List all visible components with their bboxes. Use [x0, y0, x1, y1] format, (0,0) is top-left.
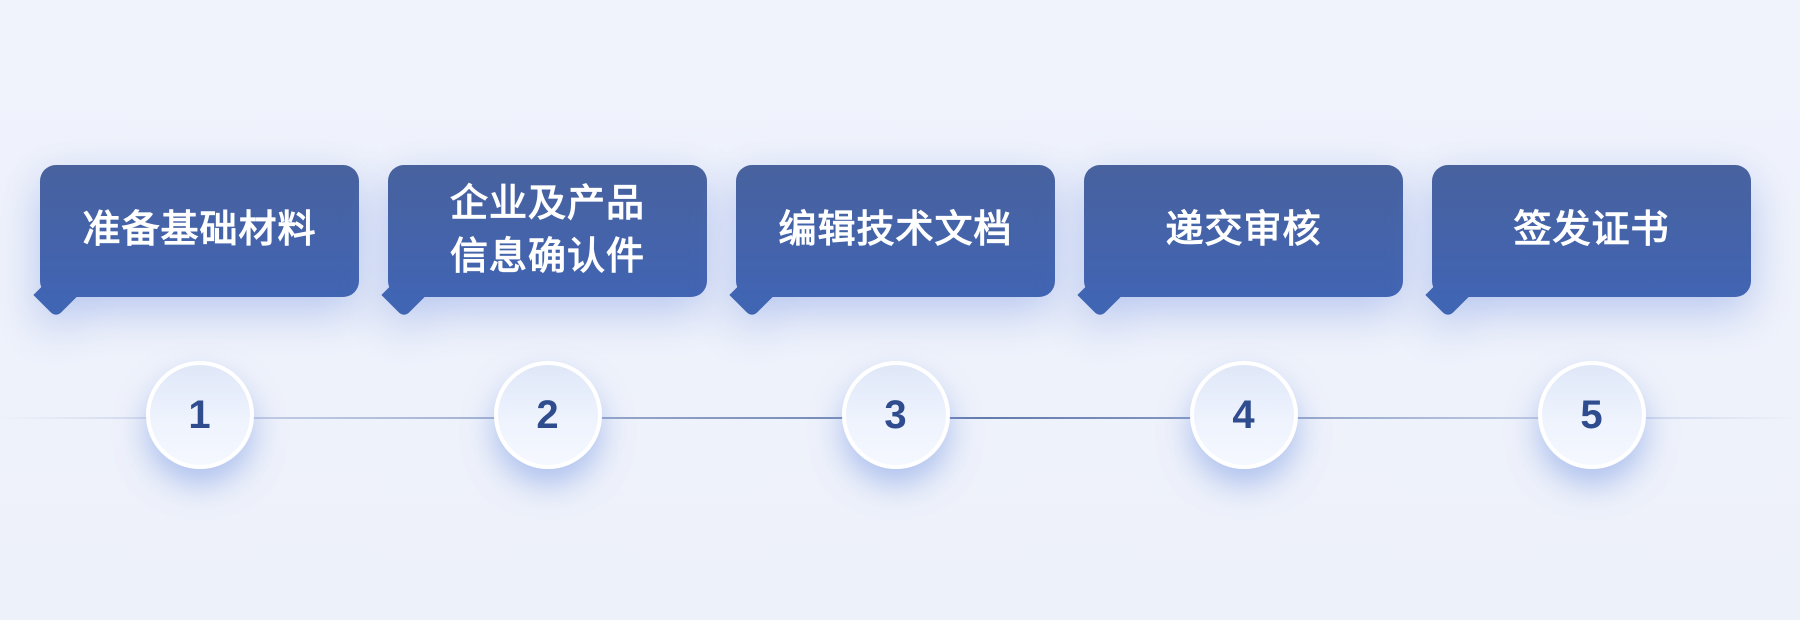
step-2-circle: 2 [493, 361, 602, 469]
step-3-label: 编辑技术文档 [778, 209, 1013, 252]
step-2-bubble-wrap: 企业及产品 信息确认件 [381, 165, 707, 318]
step-5-label: 签发证书 [1513, 209, 1670, 252]
step-3-circle: 3 [841, 361, 950, 469]
step-5-bubble: 签发证书 [1432, 165, 1751, 297]
step-4-bubble-wrap: 递交审核 [1077, 165, 1403, 318]
step-3-bubble: 编辑技术文档 [736, 165, 1055, 297]
step-1-circle: 1 [145, 361, 254, 469]
step-4-label: 递交审核 [1165, 209, 1322, 252]
step-4-circle: 4 [1189, 361, 1298, 469]
step-1-label: 准备基础材料 [82, 209, 317, 252]
step-1-bubble: 准备基础材料 [40, 165, 359, 297]
steps-row: 准备基础材料 1 企业及产品 信息确认件 2 编辑技术文档 [33, 165, 1751, 469]
step-5-bubble-wrap: 签发证书 [1425, 165, 1751, 318]
step-5: 签发证书 5 [1425, 165, 1751, 469]
step-5-circle: 5 [1537, 361, 1646, 469]
step-3: 编辑技术文档 3 [729, 165, 1055, 469]
step-3-number: 3 [884, 392, 907, 437]
step-4: 递交审核 4 [1077, 165, 1403, 469]
step-5-number: 5 [1580, 392, 1603, 437]
step-1-number: 1 [188, 392, 211, 437]
step-2-number: 2 [536, 392, 559, 437]
step-2-bubble: 企业及产品 信息确认件 [388, 165, 707, 297]
step-4-bubble: 递交审核 [1084, 165, 1403, 297]
step-1: 准备基础材料 1 [33, 165, 359, 469]
step-1-bubble-wrap: 准备基础材料 [33, 165, 359, 318]
step-2: 企业及产品 信息确认件 2 [381, 165, 707, 469]
step-3-bubble-wrap: 编辑技术文档 [729, 165, 1055, 318]
step-4-number: 4 [1232, 392, 1255, 437]
step-2-label: 企业及产品 信息确认件 [449, 182, 645, 278]
